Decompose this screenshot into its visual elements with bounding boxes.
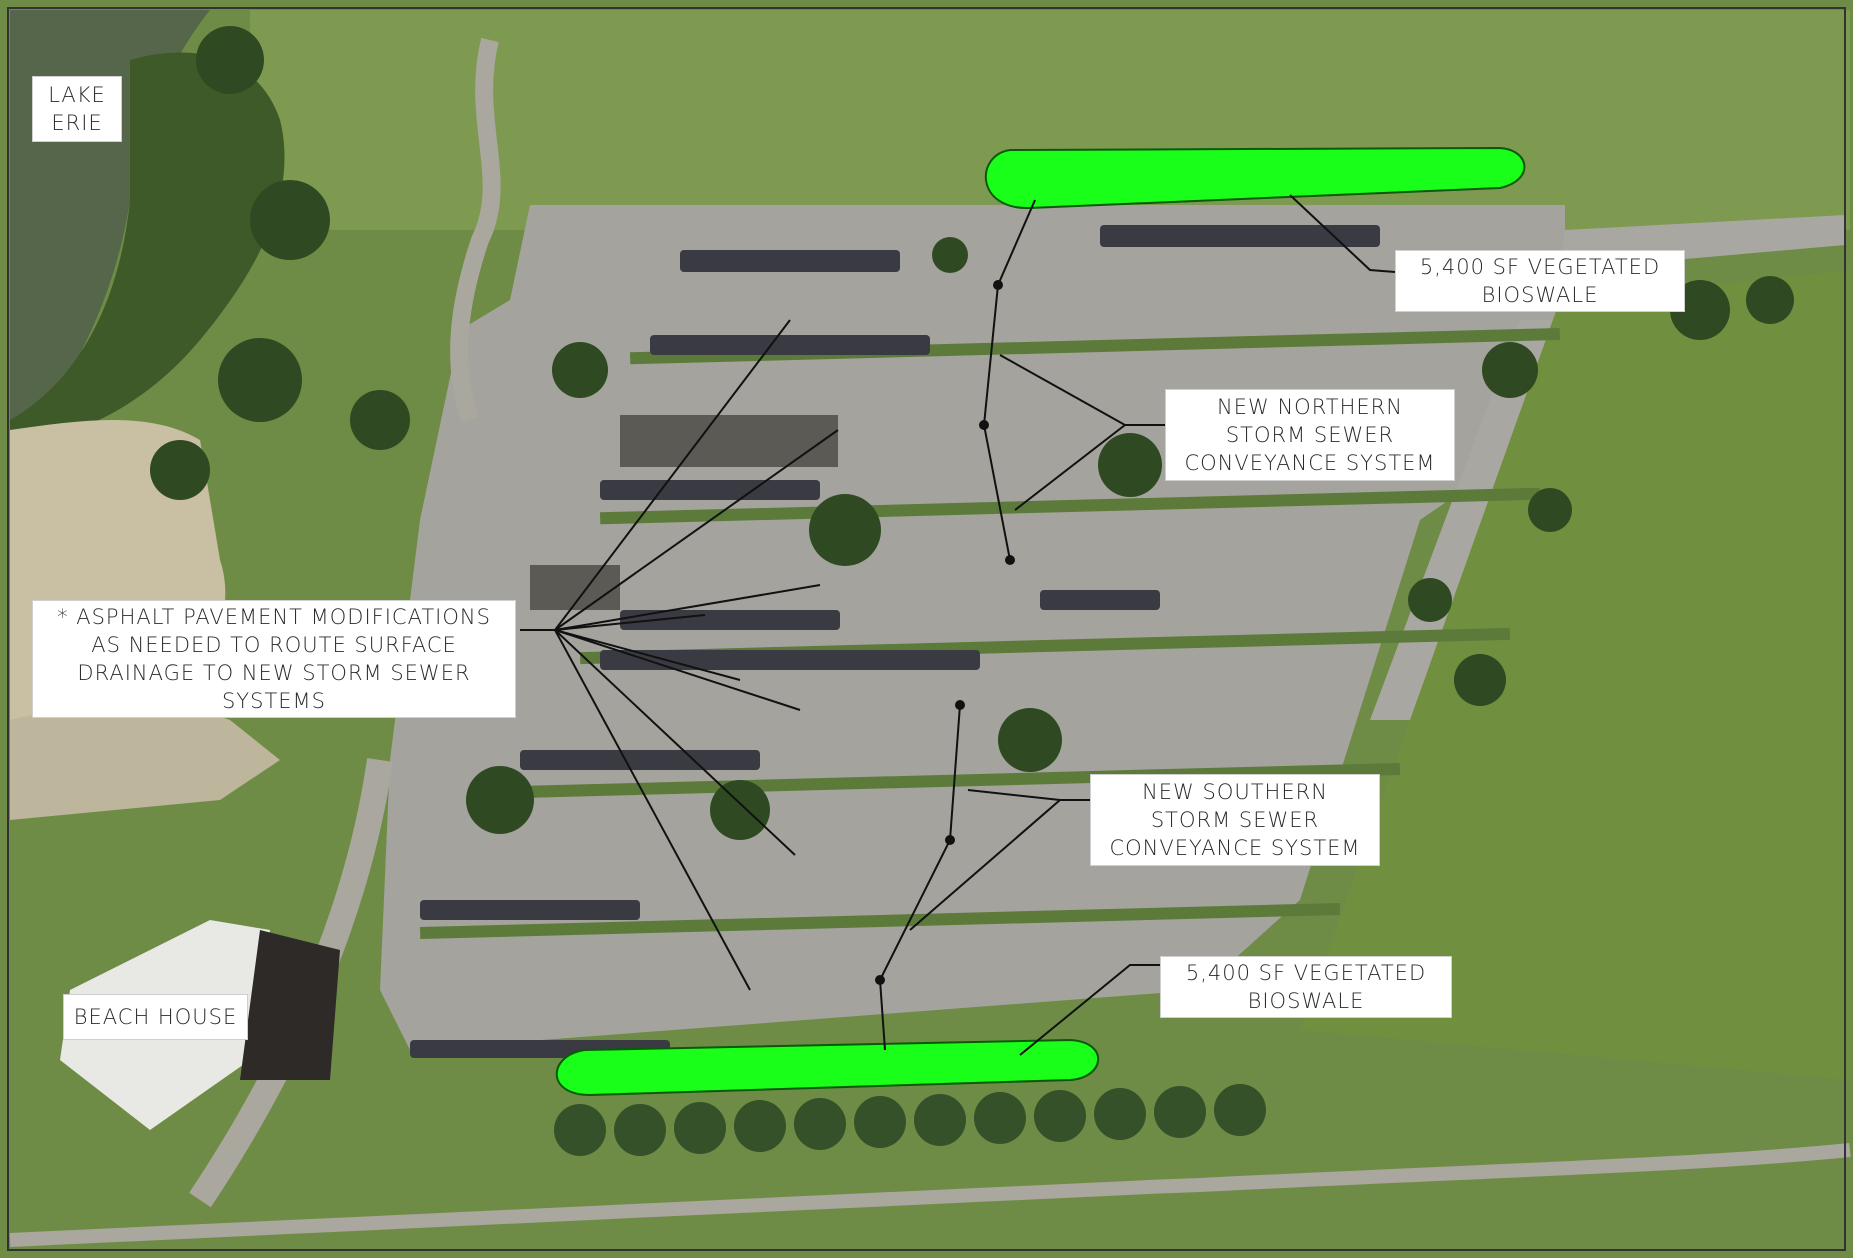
label-leader-lines <box>909 194 1396 1056</box>
south-bioswale-label-line-2: BIOSWALE <box>1247 989 1365 1013</box>
asphalt-label-line-2: AS NEEDED TO ROUTE SURFACE <box>91 633 457 657</box>
northern-storm-sewer-line <box>982 199 1036 561</box>
lake-erie-label: LAKE ERIE <box>32 76 122 142</box>
beach-house-label-text: BEACH HOUSE <box>73 1005 238 1029</box>
asphalt-label-line-4: SYSTEMS <box>221 689 327 713</box>
south-bioswale[interactable] <box>555 1038 1100 1097</box>
north-bioswale-label-line-1: 5,400 SF VEGETATED <box>1419 255 1661 279</box>
northern-sewer-label-line-2: STORM SEWER <box>1225 423 1395 447</box>
southern-sewer-label-line-3: CONVEYANCE SYSTEM <box>1109 836 1361 860</box>
median-row-5 <box>420 902 1340 940</box>
asphalt-leader-lines <box>520 319 839 991</box>
lake-erie-label-line-2: ERIE <box>51 111 103 135</box>
median-row-4 <box>480 762 1400 800</box>
beach-house-label: BEACH HOUSE <box>63 994 248 1040</box>
southern-sewer-label: NEW SOUTHERN STORM SEWER CONVEYANCE SYST… <box>1090 774 1380 866</box>
south-bioswale-label-line-1: 5,400 SF VEGETATED <box>1185 961 1427 985</box>
beach-house-shadow <box>240 930 340 1080</box>
east-lawn <box>1300 270 1850 1080</box>
northern-sewer-label-line-3: CONVEYANCE SYSTEM <box>1184 451 1436 475</box>
map-frame <box>7 7 1846 1251</box>
south-bioswale-label: 5,400 SF VEGETATED BIOSWALE <box>1160 956 1452 1018</box>
shelter-roof <box>620 415 838 467</box>
asphalt-label-line-3: DRAINAGE TO NEW STORM SEWER <box>77 661 471 685</box>
southern-sewer-label-line-2: STORM SEWER <box>1150 808 1320 832</box>
north-bioswale[interactable] <box>984 146 1526 210</box>
tree-clusters <box>150 26 1794 840</box>
south-tree-line <box>554 1084 1266 1156</box>
southern-storm-sewer-line <box>878 704 961 1051</box>
asphalt-label-line-1: * ASPHALT PAVEMENT MODIFICATIONS <box>57 605 491 629</box>
northern-sewer-label-line-1: NEW NORTHERN <box>1217 395 1403 419</box>
parked-cars <box>410 225 1380 1058</box>
median-row-1 <box>630 327 1560 365</box>
north-bioswale-label-line-2: BIOSWALE <box>1481 283 1599 307</box>
asphalt-modifications-label: * ASPHALT PAVEMENT MODIFICATIONS AS NEED… <box>32 600 516 718</box>
sewer-manholes <box>875 280 1015 985</box>
northern-sewer-label: NEW NORTHERN STORM SEWER CONVEYANCE SYST… <box>1165 389 1455 481</box>
lake-erie-label-line-1: LAKE <box>48 83 106 107</box>
bottom-path <box>9 1143 1851 1247</box>
southern-sewer-label-line-1: NEW SOUTHERN <box>1142 780 1328 804</box>
beach-sand-lower <box>10 705 280 820</box>
north-bioswale-label: 5,400 SF VEGETATED BIOSWALE <box>1395 250 1685 312</box>
shoreline-trees <box>10 52 285 450</box>
west-path <box>450 37 501 423</box>
